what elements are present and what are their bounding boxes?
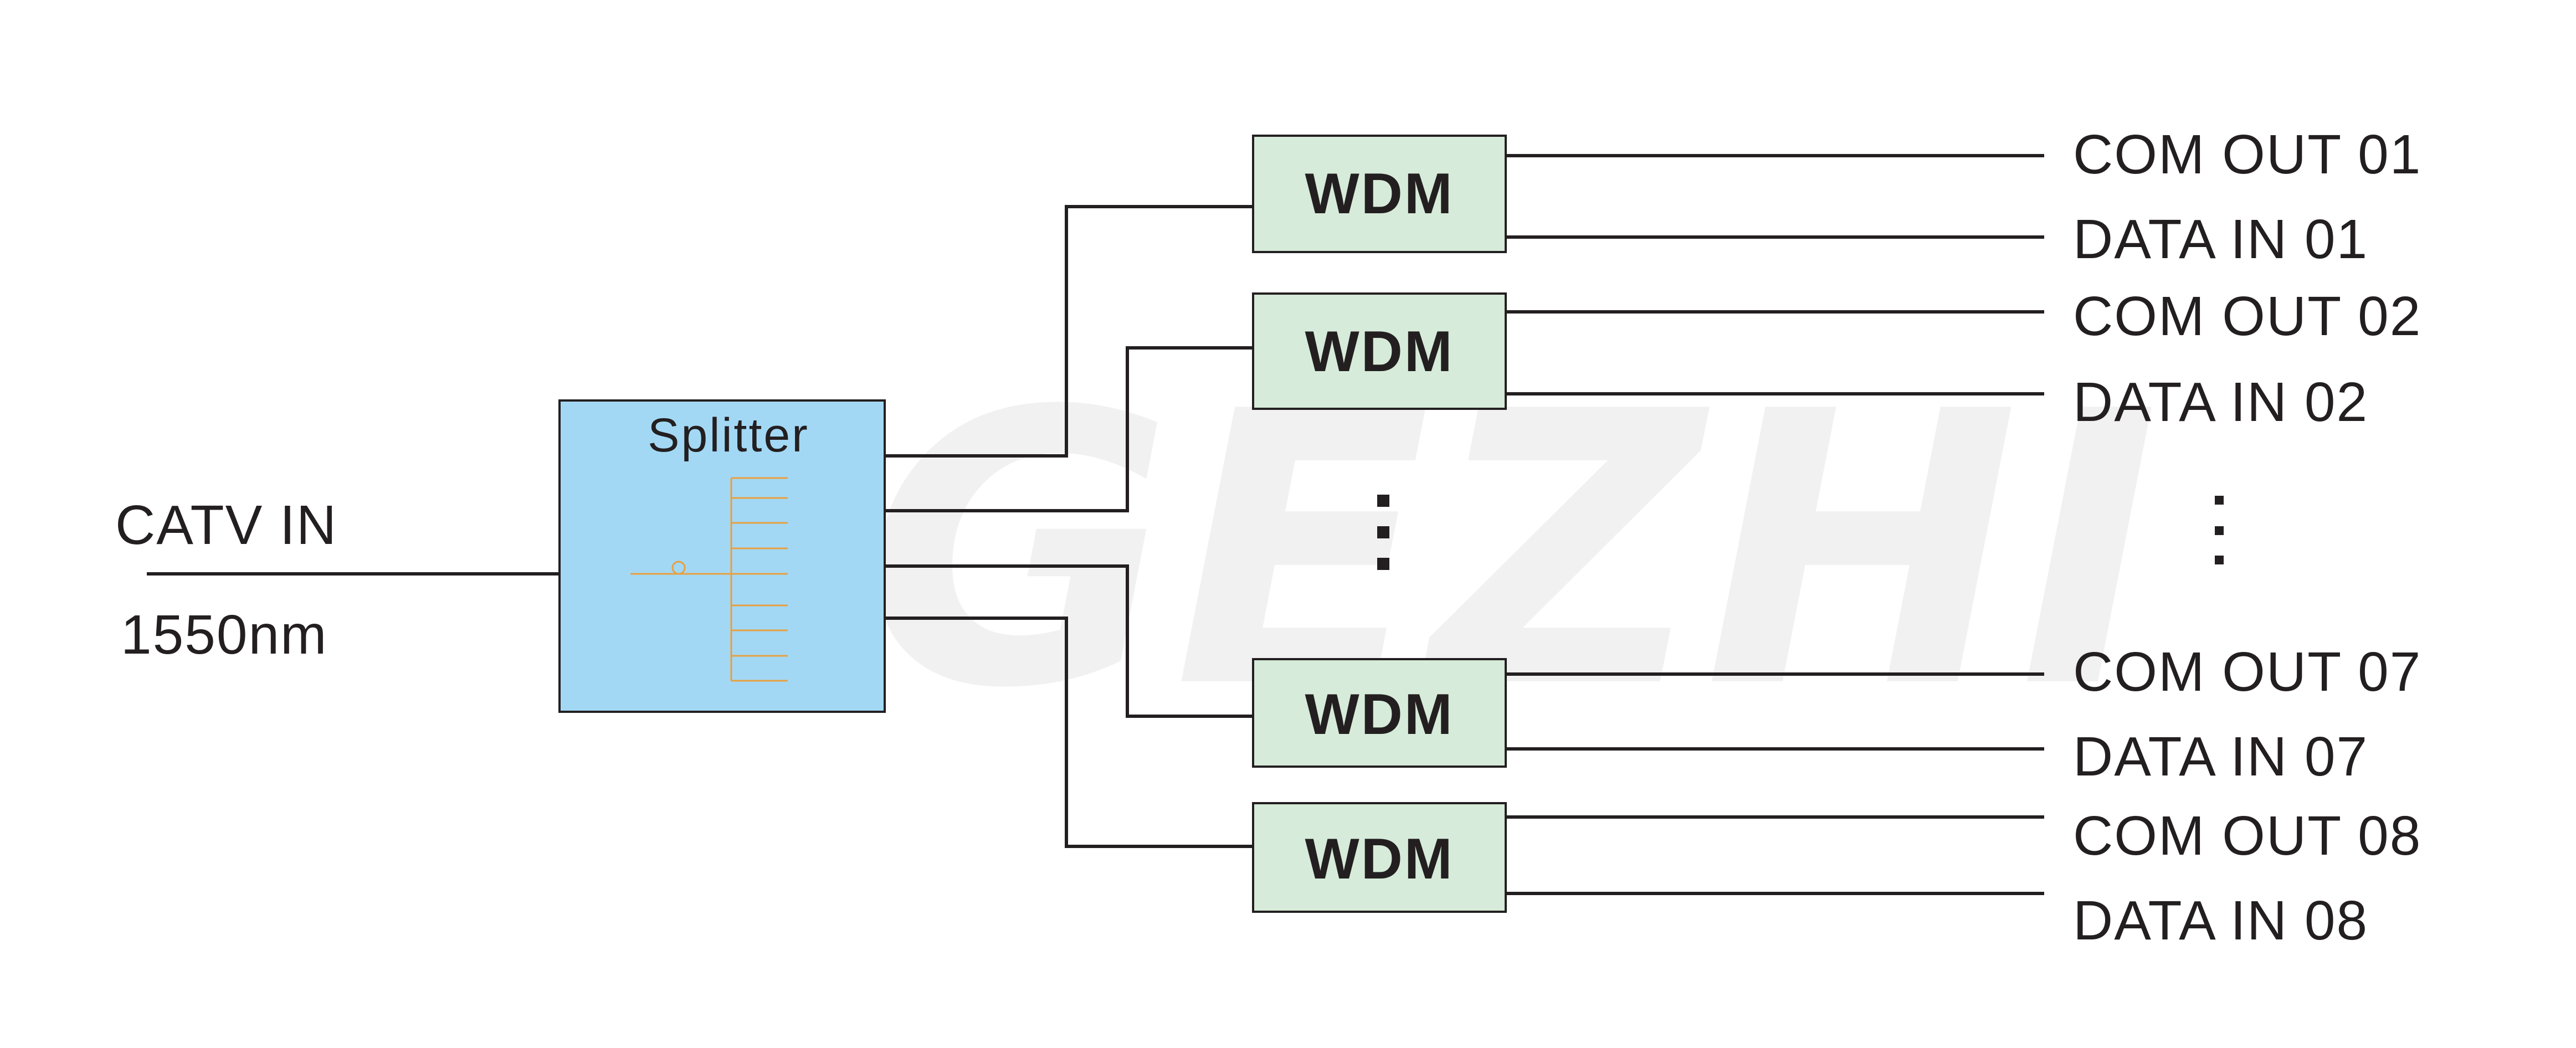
com-out-label: COM OUT 02 bbox=[2073, 285, 2421, 347]
watermark-text: GEZHI bbox=[864, 332, 2159, 770]
catv-in-label: CATV IN bbox=[115, 494, 337, 556]
com-out-label: COM OUT 01 bbox=[2073, 124, 2421, 186]
wdm-unit-7: WDM COM OUT 07 DATA IN 07 bbox=[1252, 641, 2421, 788]
wdm-unit-2: WDM COM OUT 02 DATA IN 02 bbox=[1252, 285, 2421, 433]
branch-to-wdm-1 bbox=[885, 205, 1253, 458]
wdm-label: WDM bbox=[1305, 682, 1454, 747]
branch-to-wdm-7 bbox=[885, 564, 1253, 718]
splitter: Splitter bbox=[558, 399, 886, 713]
wdm-label: WDM bbox=[1305, 162, 1454, 226]
data-in-label: DATA IN 01 bbox=[2073, 208, 2368, 270]
splitter-box bbox=[558, 399, 886, 713]
branch-to-wdm-8 bbox=[885, 617, 1253, 848]
ellipsis-ports bbox=[2215, 496, 2224, 564]
splitter-symbol bbox=[630, 477, 788, 682]
wdm-box bbox=[1252, 135, 1507, 253]
data-in-label: DATA IN 07 bbox=[2073, 726, 2368, 788]
branch-to-wdm-2 bbox=[885, 346, 1253, 512]
wdm-box bbox=[1252, 292, 1507, 410]
ellipsis-wdm bbox=[1377, 495, 1389, 570]
wdm-label: WDM bbox=[1305, 827, 1454, 891]
data-in-label: DATA IN 08 bbox=[2073, 890, 2368, 952]
watermark: GEZHI bbox=[864, 332, 2159, 770]
wdm-box bbox=[1252, 802, 1507, 913]
wavelength-label: 1550nm bbox=[121, 604, 327, 666]
wdm-unit-1: WDM COM OUT 01 DATA IN 01 bbox=[1252, 124, 2421, 270]
wdm-label: WDM bbox=[1305, 320, 1454, 384]
com-out-label: COM OUT 08 bbox=[2073, 805, 2421, 867]
com-out-label: COM OUT 07 bbox=[2073, 641, 2421, 703]
splitter-label: Splitter bbox=[648, 409, 809, 462]
wdm-box bbox=[1252, 658, 1507, 768]
wdm-unit-8: WDM COM OUT 08 DATA IN 08 bbox=[1252, 802, 2421, 952]
data-in-label: DATA IN 02 bbox=[2073, 371, 2368, 433]
